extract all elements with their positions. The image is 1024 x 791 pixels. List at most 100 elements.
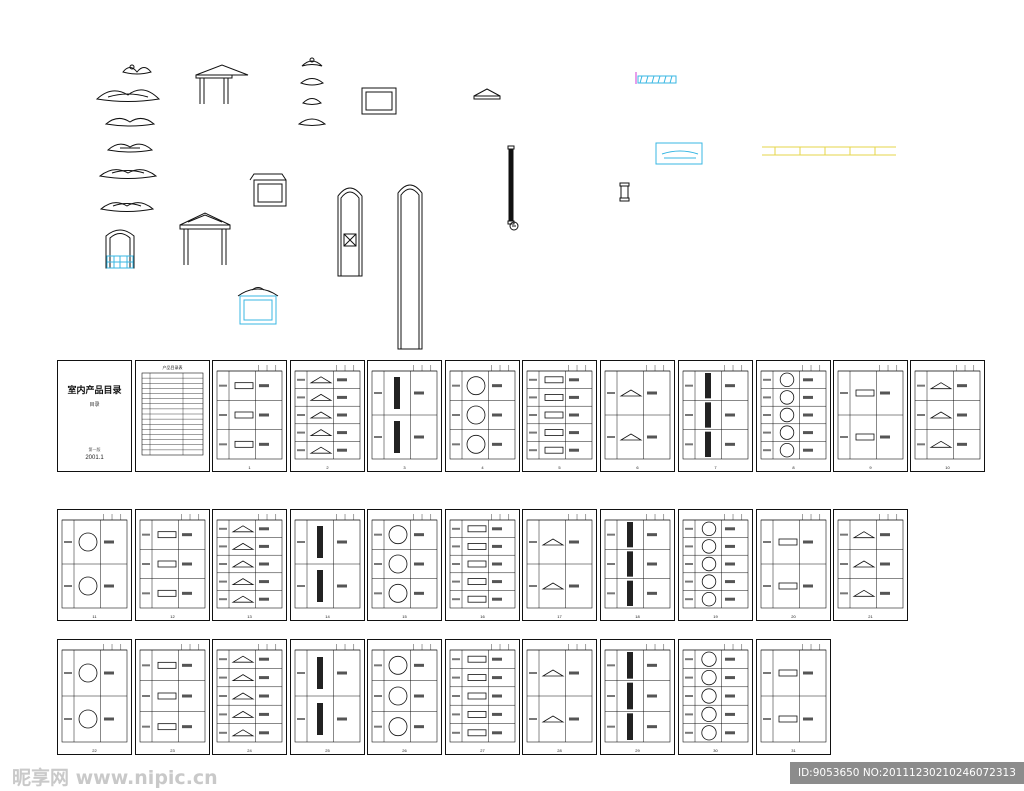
product-item[interactable]	[779, 372, 795, 387]
ornament-scroll-1[interactable]	[122, 64, 152, 75]
product-item[interactable]	[466, 376, 486, 396]
catalog-page-sheet[interactable]: 30	[678, 639, 753, 755]
product-item[interactable]	[78, 709, 98, 729]
applique-2[interactable]	[300, 78, 324, 86]
product-item[interactable]	[701, 574, 717, 589]
product-item[interactable]	[467, 692, 487, 700]
ornament-scroll-6[interactable]	[99, 202, 155, 212]
product-item[interactable]	[627, 652, 633, 679]
product-item[interactable]	[231, 542, 255, 550]
pediment-portal-large[interactable]	[179, 212, 231, 265]
framed-panel-drawing[interactable]	[249, 173, 287, 207]
column-drawing[interactable]	[507, 145, 519, 231]
catalog-page-sheet[interactable]: 2	[290, 360, 365, 472]
catalog-page-sheet[interactable]: 23	[135, 639, 210, 755]
product-item[interactable]	[394, 377, 400, 409]
product-item[interactable]	[78, 663, 98, 683]
product-item[interactable]	[231, 595, 255, 603]
catalog-page-sheet[interactable]: 10	[910, 360, 985, 472]
cyan-console-drawing[interactable]	[655, 142, 703, 165]
ornament-scroll-3[interactable]	[104, 118, 156, 127]
catalog-index-sheet[interactable]: 产品目录表	[135, 360, 210, 472]
product-item[interactable]	[627, 713, 633, 740]
product-item[interactable]	[388, 583, 408, 603]
product-item[interactable]	[701, 669, 717, 686]
product-item[interactable]	[388, 686, 408, 706]
product-item[interactable]	[701, 591, 717, 607]
magenta-rail-drawing[interactable]	[635, 72, 677, 84]
product-item[interactable]	[701, 651, 717, 667]
product-item[interactable]	[234, 382, 254, 390]
catalog-page-sheet[interactable]: 3	[367, 360, 442, 472]
product-item[interactable]	[701, 706, 717, 723]
product-item[interactable]	[317, 526, 323, 558]
arched-niche-drawing[interactable]	[337, 187, 363, 277]
yellow-rail-drawing[interactable]	[762, 146, 896, 156]
product-item[interactable]	[541, 715, 565, 723]
product-item[interactable]	[309, 429, 333, 436]
catalog-page-sheet[interactable]: 4	[445, 360, 520, 472]
product-item[interactable]	[705, 373, 711, 399]
product-item[interactable]	[394, 421, 400, 453]
product-item[interactable]	[544, 446, 564, 454]
product-item[interactable]	[467, 595, 487, 603]
catalog-page-sheet[interactable]: 8	[756, 360, 831, 472]
catalog-page-sheet[interactable]: 12	[135, 509, 210, 621]
product-item[interactable]	[231, 692, 255, 700]
product-item[interactable]	[701, 539, 717, 554]
applique-1[interactable]	[301, 57, 323, 67]
catalog-page-sheet[interactable]: 15	[367, 509, 442, 621]
product-item[interactable]	[701, 556, 717, 572]
catalog-page-sheet[interactable]: 20	[756, 509, 831, 621]
product-item[interactable]	[467, 655, 487, 663]
catalog-page-sheet[interactable]: 26	[367, 639, 442, 755]
catalog-page-sheet[interactable]: 14	[290, 509, 365, 621]
product-item[interactable]	[78, 532, 98, 552]
product-item[interactable]	[231, 674, 255, 681]
catalog-page-sheet[interactable]: 25	[290, 639, 365, 755]
product-item[interactable]	[157, 560, 177, 568]
catalog-page-sheet[interactable]: 18	[600, 509, 675, 621]
catalog-page-sheet[interactable]: 28	[522, 639, 597, 755]
product-item[interactable]	[157, 589, 177, 597]
applique-3[interactable]	[302, 98, 322, 105]
catalog-page-sheet[interactable]: 6	[600, 360, 675, 472]
ornament-scroll-2[interactable]	[95, 89, 161, 102]
product-item[interactable]	[231, 710, 255, 718]
product-item[interactable]	[852, 560, 876, 568]
product-item[interactable]	[779, 425, 795, 440]
catalog-page-sheet[interactable]: 16	[445, 509, 520, 621]
product-item[interactable]	[231, 578, 255, 585]
product-item[interactable]	[231, 525, 255, 533]
catalog-page-sheet[interactable]: 7	[678, 360, 753, 472]
product-item[interactable]	[231, 729, 255, 737]
product-item[interactable]	[234, 411, 254, 419]
product-item[interactable]	[541, 582, 565, 590]
product-item[interactable]	[309, 446, 333, 454]
product-item[interactable]	[544, 376, 564, 384]
product-item[interactable]	[855, 389, 875, 397]
catalog-page-sheet[interactable]: 22	[57, 639, 132, 755]
product-item[interactable]	[627, 580, 633, 606]
catalog-page-sheet[interactable]: 17	[522, 509, 597, 621]
product-item[interactable]	[317, 657, 323, 689]
catalog-page-sheet[interactable]: 24	[212, 639, 287, 755]
product-item[interactable]	[619, 389, 643, 397]
product-item[interactable]	[467, 729, 487, 737]
product-item[interactable]	[309, 411, 333, 419]
product-item[interactable]	[852, 531, 876, 539]
product-item[interactable]	[466, 434, 486, 454]
applique-4[interactable]	[297, 118, 327, 126]
product-item[interactable]	[701, 688, 717, 704]
product-item[interactable]	[467, 525, 487, 533]
product-item[interactable]	[778, 582, 798, 590]
catalog-page-sheet[interactable]: 19	[678, 509, 753, 621]
product-item[interactable]	[779, 442, 795, 458]
product-item[interactable]	[701, 521, 717, 536]
pedestal-drawing[interactable]	[619, 182, 630, 202]
product-item[interactable]	[778, 669, 798, 677]
product-item[interactable]	[705, 402, 711, 428]
product-item[interactable]	[544, 429, 564, 436]
catalog-page-sheet[interactable]: 1	[212, 360, 287, 472]
product-item[interactable]	[157, 531, 177, 539]
